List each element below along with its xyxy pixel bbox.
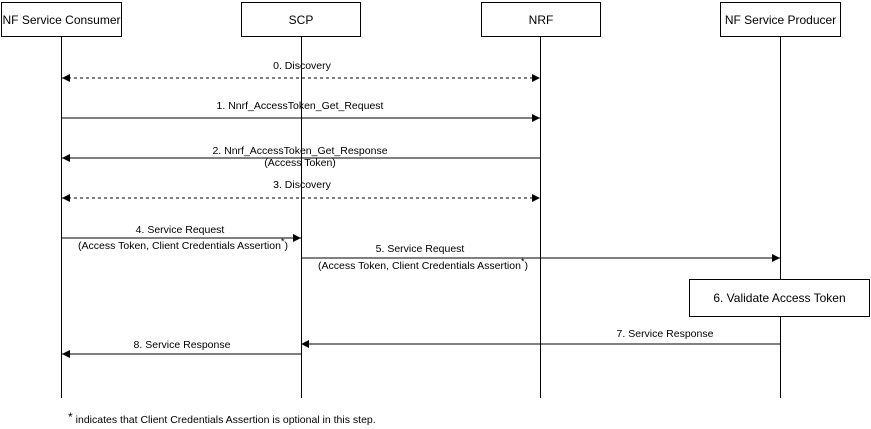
message-7-label: 7. Service Response — [616, 328, 714, 340]
lifeline-nf-service-producer — [780, 37, 781, 398]
participant-label: NRF — [528, 12, 554, 27]
message-8-label: 8. Service Response — [133, 339, 231, 351]
message-4-sublabel-close: ) — [284, 240, 288, 252]
message-0-label: 0. Discovery — [273, 60, 331, 72]
message-4-label: 4. Service Request — [135, 224, 225, 236]
participant-nrf: NRF — [481, 2, 601, 37]
note-label: 6. Validate Access Token — [713, 291, 846, 305]
lifeline-nrf — [540, 37, 541, 398]
message-4-sublabel: (Access Token, Client Credentials Assert… — [68, 236, 298, 252]
footnote-asterisk: * — [68, 410, 73, 424]
note-validate-access-token: 6. Validate Access Token — [689, 279, 870, 317]
footnote-text: indicates that Client Credentials Assert… — [75, 414, 376, 426]
message-5-sublabel-close: ) — [524, 260, 528, 272]
message-5-sublabel: (Access Token, Client Credentials Assert… — [308, 256, 538, 272]
message-3-label: 3. Discovery — [273, 179, 331, 191]
message-4-sublabel-text: (Access Token, Client Credentials Assert… — [78, 240, 281, 252]
participant-label: NF Service Consumer — [2, 12, 121, 27]
message-2-label: 2. Nnrf_AccessToken_Get_Response — [212, 145, 388, 157]
participant-label: SCP — [288, 12, 314, 27]
message-2-sublabel: (Access Token) — [264, 157, 336, 169]
participant-label: NF Service Producer — [724, 12, 837, 27]
message-5-sublabel-text: (Access Token, Client Credentials Assert… — [318, 260, 521, 272]
message-1-label: 1. Nnrf_AccessToken_Get_Request — [216, 100, 384, 112]
lifeline-scp — [301, 37, 302, 398]
message-4-asterisk: * — [280, 236, 285, 247]
participant-scp: SCP — [241, 2, 361, 37]
participant-nf-service-consumer: NF Service Consumer — [1, 2, 122, 37]
participant-nf-service-producer: NF Service Producer — [720, 2, 841, 37]
footnote: *indicates that Client Credentials Asser… — [68, 410, 376, 426]
lifeline-nf-service-consumer — [61, 37, 62, 398]
message-5-asterisk: * — [520, 256, 525, 267]
message-5-label: 5. Service Request — [375, 243, 465, 255]
